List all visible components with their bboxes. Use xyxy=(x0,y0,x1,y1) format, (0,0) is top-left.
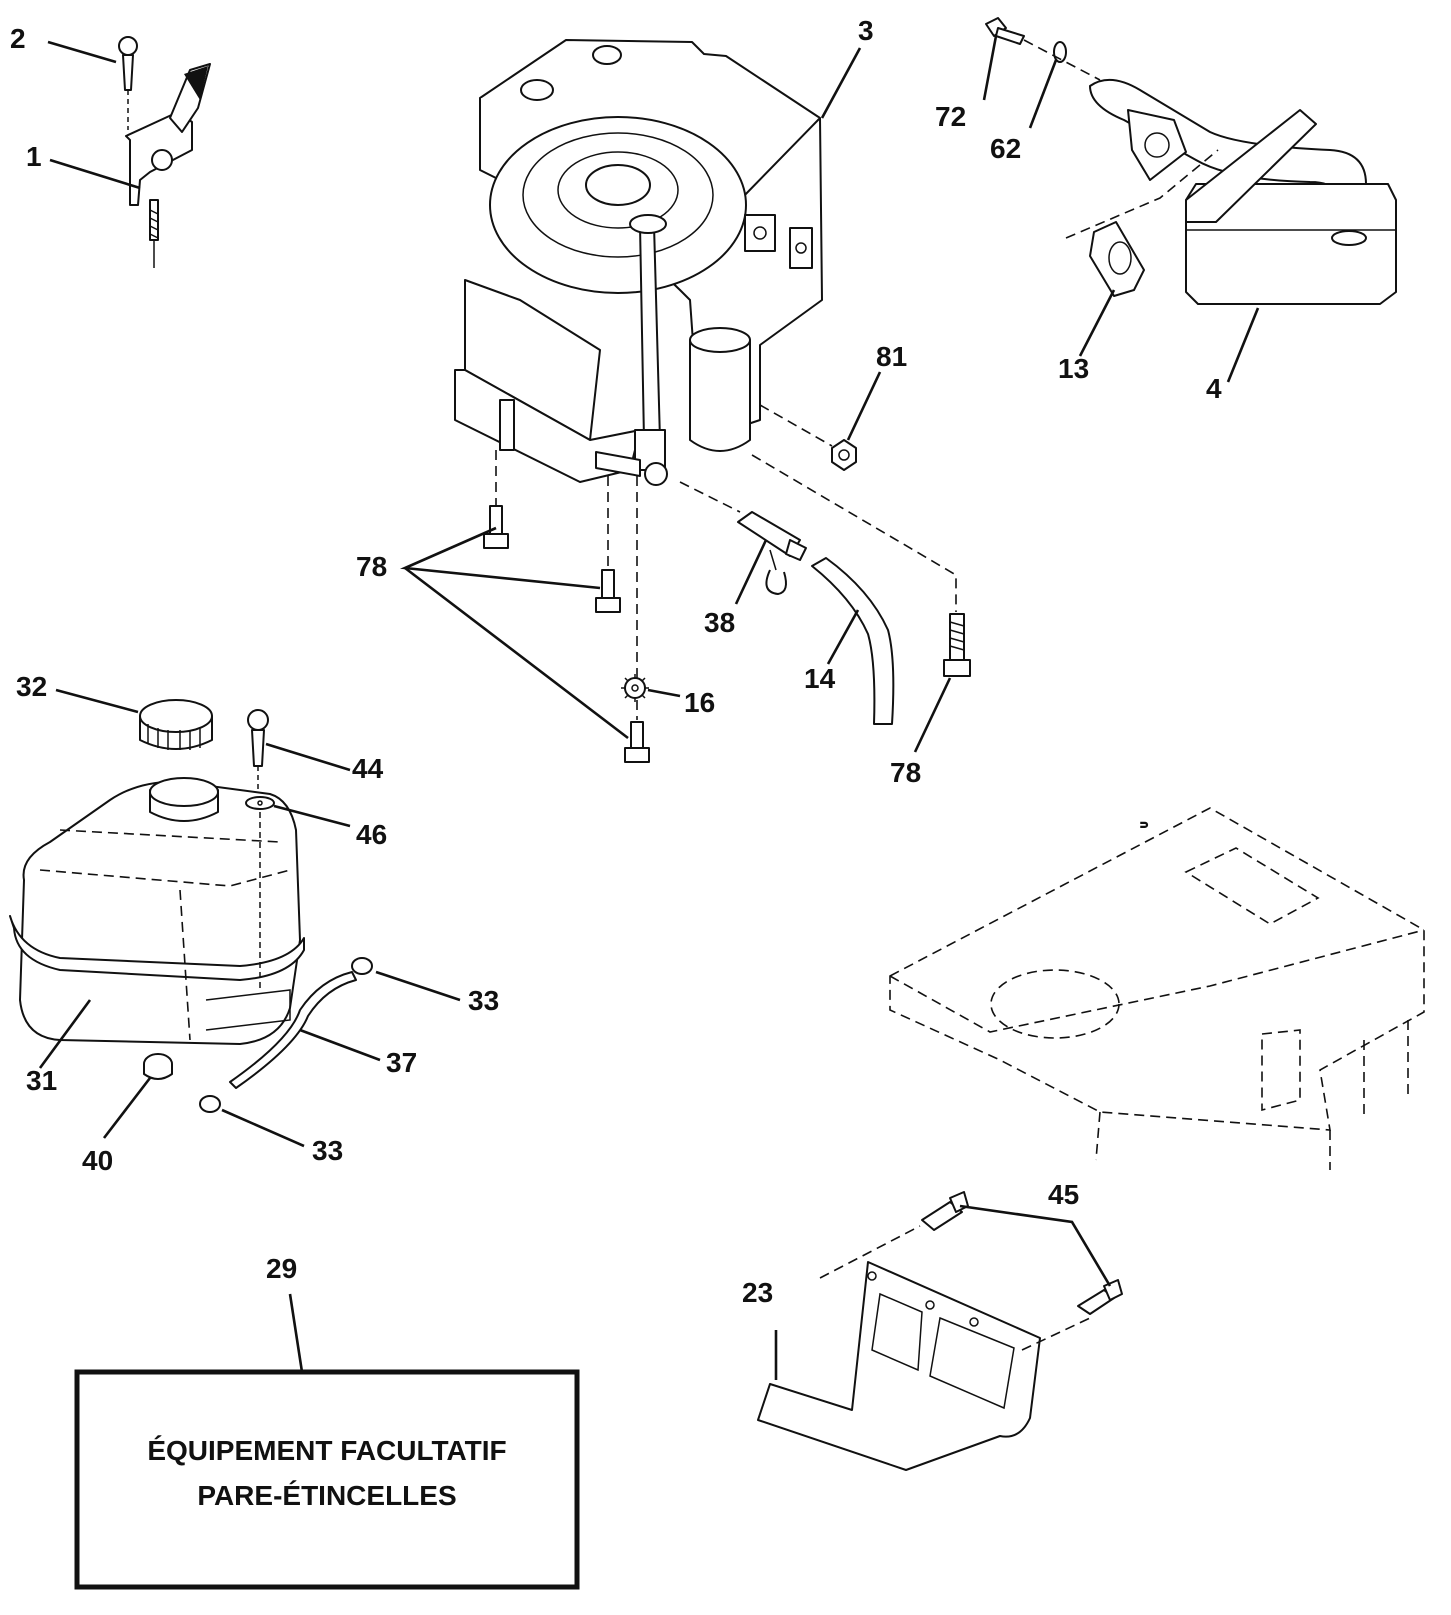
fuel-tank-part xyxy=(9,777,305,1045)
callout-38: 38 xyxy=(704,607,735,638)
svg-text:⊃: ⊃ xyxy=(1140,820,1148,831)
leader-31 xyxy=(38,999,92,1069)
callout-1: 1 xyxy=(26,141,42,172)
engine-part xyxy=(454,39,823,486)
callout-40: 40 xyxy=(82,1145,113,1176)
callout-3: 3 xyxy=(858,15,874,46)
muffler-part xyxy=(1089,79,1397,305)
nut-part xyxy=(831,439,857,471)
screw-45-part xyxy=(921,1191,1123,1315)
callout-46: 46 xyxy=(356,819,387,850)
leader-13 xyxy=(1078,289,1116,357)
callout-16: 16 xyxy=(684,687,715,718)
callout-32: 32 xyxy=(16,671,47,702)
mounting-plate-part: ⊃ xyxy=(889,807,1425,1170)
callout-31: 31 xyxy=(26,1065,57,1096)
callout-45: 45 xyxy=(1048,1179,1079,1210)
leader-81 xyxy=(846,371,882,441)
washer-46-part xyxy=(245,796,275,990)
gasket-part xyxy=(1089,221,1145,297)
callout-78b: 78 xyxy=(890,757,921,788)
optional-box-line2: PARE-ÉTINCELLES xyxy=(197,1480,456,1511)
leader-72 xyxy=(982,35,998,101)
fuel-line-part xyxy=(229,971,357,1089)
leader-78b xyxy=(913,677,952,753)
callout-72: 72 xyxy=(935,101,966,132)
leader-46 xyxy=(273,804,351,828)
leader-40 xyxy=(102,1077,152,1139)
callout-37: 37 xyxy=(386,1047,417,1078)
leader-2 xyxy=(47,40,117,64)
callout-13: 13 xyxy=(1058,353,1089,384)
hose-clamp-part xyxy=(199,957,373,1113)
bolt-72-part xyxy=(985,17,1025,45)
screw-44-part xyxy=(247,709,269,790)
leader-33a xyxy=(375,970,461,1002)
heat-shield-part xyxy=(757,1261,1041,1471)
leader-16 xyxy=(647,688,681,698)
callout-44: 44 xyxy=(352,753,384,784)
callout-33a: 33 xyxy=(468,985,499,1016)
callout-14: 14 xyxy=(804,663,836,694)
drain-valve-part xyxy=(737,511,807,595)
leader-32 xyxy=(55,688,139,714)
dash-line xyxy=(1023,39,1101,81)
leader-33b xyxy=(221,1108,305,1148)
grommet-part xyxy=(143,1053,173,1080)
callout-33b: 33 xyxy=(312,1135,343,1166)
callout-23: 23 xyxy=(742,1277,773,1308)
leader-62 xyxy=(1028,59,1058,129)
callout-29: 29 xyxy=(266,1253,297,1284)
dash-line xyxy=(751,454,957,612)
leader-38 xyxy=(734,539,768,605)
leader-14 xyxy=(826,609,860,665)
leader-29 xyxy=(288,1293,304,1373)
optional-box-line1: ÉQUIPEMENT FACULTATIF xyxy=(147,1435,506,1466)
callout-62: 62 xyxy=(990,133,1021,164)
throttle-control-part xyxy=(118,36,211,268)
callout-78a: 78 xyxy=(356,551,387,582)
star-washer-part xyxy=(621,674,649,702)
bolt-78-part xyxy=(483,505,971,763)
leader-45 xyxy=(959,1204,1112,1287)
leader-78a xyxy=(404,566,629,740)
drain-hose-part xyxy=(811,557,895,725)
fuel-cap-part xyxy=(139,699,213,750)
leader-3 xyxy=(820,47,862,119)
callout-4: 4 xyxy=(1206,373,1222,404)
dash-line xyxy=(819,1225,1091,1351)
dash-line xyxy=(679,481,741,513)
optional-equipment-box xyxy=(74,1369,580,1590)
callout-2: 2 xyxy=(10,23,26,54)
leader-1 xyxy=(49,158,141,190)
leader-44 xyxy=(265,742,351,772)
callout-81: 81 xyxy=(876,341,907,372)
dash-line xyxy=(1065,149,1219,239)
dash-line xyxy=(759,404,833,447)
leader-4 xyxy=(1226,307,1260,383)
leader-37 xyxy=(299,1028,381,1062)
